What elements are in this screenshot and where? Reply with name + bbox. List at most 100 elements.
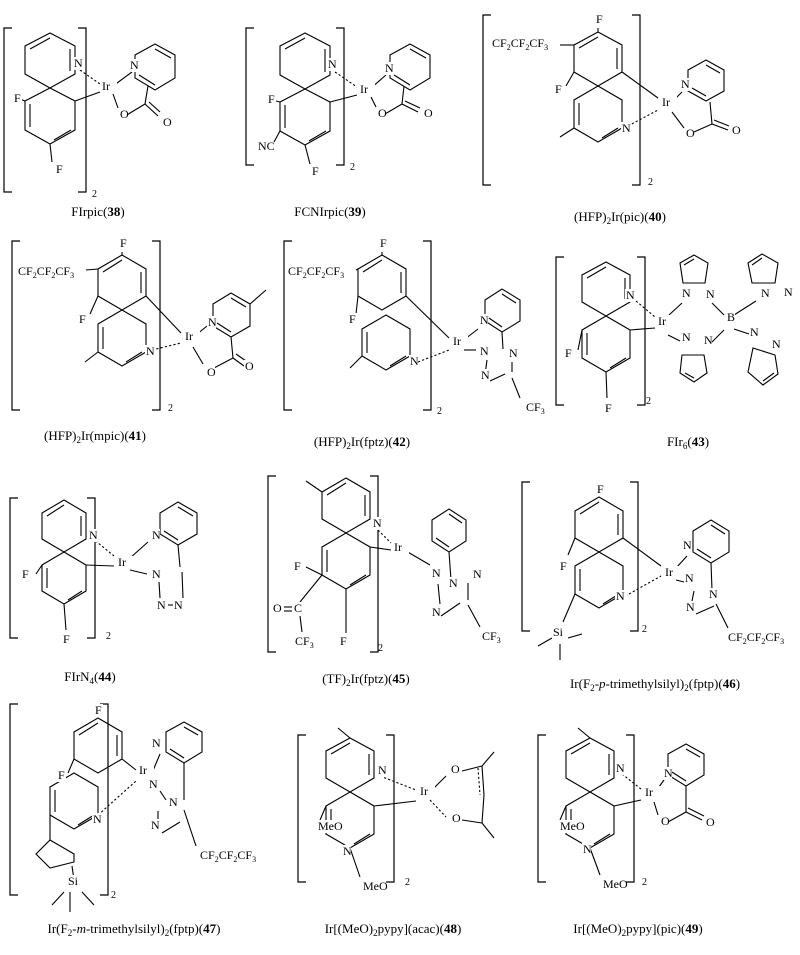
atom-label-bg [150, 819, 159, 832]
atom-label-bg [559, 820, 582, 833]
atom-label-bg [661, 96, 677, 109]
atom-label-bg [479, 314, 488, 327]
bracket-subscript: 2 [648, 177, 653, 188]
atom-label-cf2cf2cf3: CF2CF2CF3 [18, 264, 74, 280]
atom-label-f: F [294, 559, 301, 573]
atom-label-bg [409, 355, 418, 368]
atom-label-bg [145, 345, 154, 358]
atom-label-bg [419, 785, 435, 798]
atom-label-f: F [63, 632, 70, 646]
atom-label-n: N [750, 325, 759, 339]
atom-label-bg [481, 630, 504, 643]
atom-label-bg [708, 588, 717, 601]
atom-label-ir: Ir [102, 79, 110, 93]
atom-label-bg [596, 483, 605, 496]
atom-label-bg [151, 737, 160, 750]
atom-label-n: N [152, 528, 161, 542]
atom-label-n: N [709, 587, 718, 601]
atom-label-meo: MeO [318, 819, 343, 833]
compound-40-structure [482, 14, 730, 186]
atom-label-n: N [432, 566, 441, 580]
atom-label-bg [62, 633, 71, 646]
atom-label-bg [681, 287, 690, 300]
atom-label-bg [267, 93, 276, 106]
atom-label-bg [491, 37, 556, 50]
atom-label-bg [604, 402, 613, 415]
atom-label-bg [663, 767, 672, 780]
atom-label-bg [129, 59, 138, 72]
atom-label-n: N [626, 288, 635, 302]
atom-label-f: F [312, 164, 319, 178]
atom-label-n: N [480, 344, 489, 358]
atom-label-n: N [169, 795, 178, 809]
atom-label-f: F [56, 162, 63, 176]
atom-label-f: F [58, 768, 65, 782]
bracket-subscript: 2 [642, 877, 647, 888]
atom-label-bg [771, 338, 780, 351]
atom-label-bg [257, 140, 273, 153]
atom-label-c: C [294, 601, 302, 615]
atom-label-o: O [163, 115, 172, 129]
atom-label-bg [55, 163, 64, 176]
bracket-subscript: 2 [168, 403, 173, 414]
compound-43-structure [555, 253, 779, 406]
atom-label-bg [393, 541, 409, 554]
atom-label-o: O [706, 815, 715, 829]
compound-38-structure [3, 27, 176, 193]
captions: FIrpic(38) FCNIrpic(39) (HFP)2Ir(pic)(40… [44, 204, 740, 938]
atom-label-n: N [480, 313, 489, 327]
bracket-subscript: 2 [642, 624, 647, 635]
atom-label-bg [448, 577, 457, 590]
atom-label-o: O [120, 107, 129, 121]
atom-label-n: N [473, 567, 482, 581]
atom-label-bg [564, 347, 573, 360]
atom-label-n: N [685, 571, 694, 585]
caption-40: (HFP)2Ir(pic)(40) [574, 209, 666, 226]
atom-label-nc: NC [258, 139, 275, 153]
atom-label-bg [660, 815, 669, 828]
caption-44: FIrN4(44) [64, 669, 115, 686]
atom-label-bg [705, 816, 714, 829]
atom-label-n: N [681, 77, 690, 91]
atom-label-n: N [152, 736, 161, 750]
atom-label-f: F [349, 312, 356, 326]
compound-46-structure [521, 481, 730, 660]
atom-label-bg [156, 599, 165, 612]
atom-label-bg [727, 631, 792, 644]
atom-label-f: F [560, 559, 567, 573]
atom-label-ir: Ir [665, 565, 673, 579]
atom-label-f: F [22, 567, 29, 581]
atom-label-bg [377, 764, 386, 777]
atom-label-o: O [686, 126, 695, 140]
atom-label-cf2cf2cf3: CF2CF2CF3 [492, 36, 548, 52]
atom-label-bg [294, 635, 317, 648]
atom-label-bg [644, 786, 660, 799]
atom-label-bg [749, 326, 758, 339]
atom-label-n: N [772, 337, 781, 351]
caption-48: Ir[(MeO)2pypy](acac)(48) [325, 921, 462, 938]
atom-label-n: N [130, 58, 139, 72]
atom-label-bg [480, 369, 489, 382]
atom-label-bg [731, 124, 740, 137]
compound-49-structure [537, 727, 705, 883]
atom-label-n: N [704, 333, 713, 347]
atom-label-o: O [424, 106, 433, 120]
atom-label-bg [119, 237, 128, 250]
atom-label-ir: Ir [658, 314, 666, 328]
atom-label-bg [582, 843, 591, 856]
atom-label-bg [657, 315, 673, 328]
atom-label-bg [272, 602, 281, 615]
atom-label-bg [451, 812, 460, 825]
atom-label-cf2cf2cf3: CF2CF2CF3 [200, 848, 256, 864]
atom-label-bg [479, 345, 488, 358]
atom-label-meo: MeO [603, 877, 628, 891]
atom-label-bg [625, 289, 634, 302]
atom-label-bg [359, 83, 375, 96]
atom-label-ir: Ir [118, 555, 126, 569]
atom-label-o: O [245, 359, 254, 373]
atom-label-n: N [151, 818, 160, 832]
compound-42-structure [283, 240, 521, 411]
caption-41: (HFP)2Ir(mpic)(41) [44, 428, 146, 445]
